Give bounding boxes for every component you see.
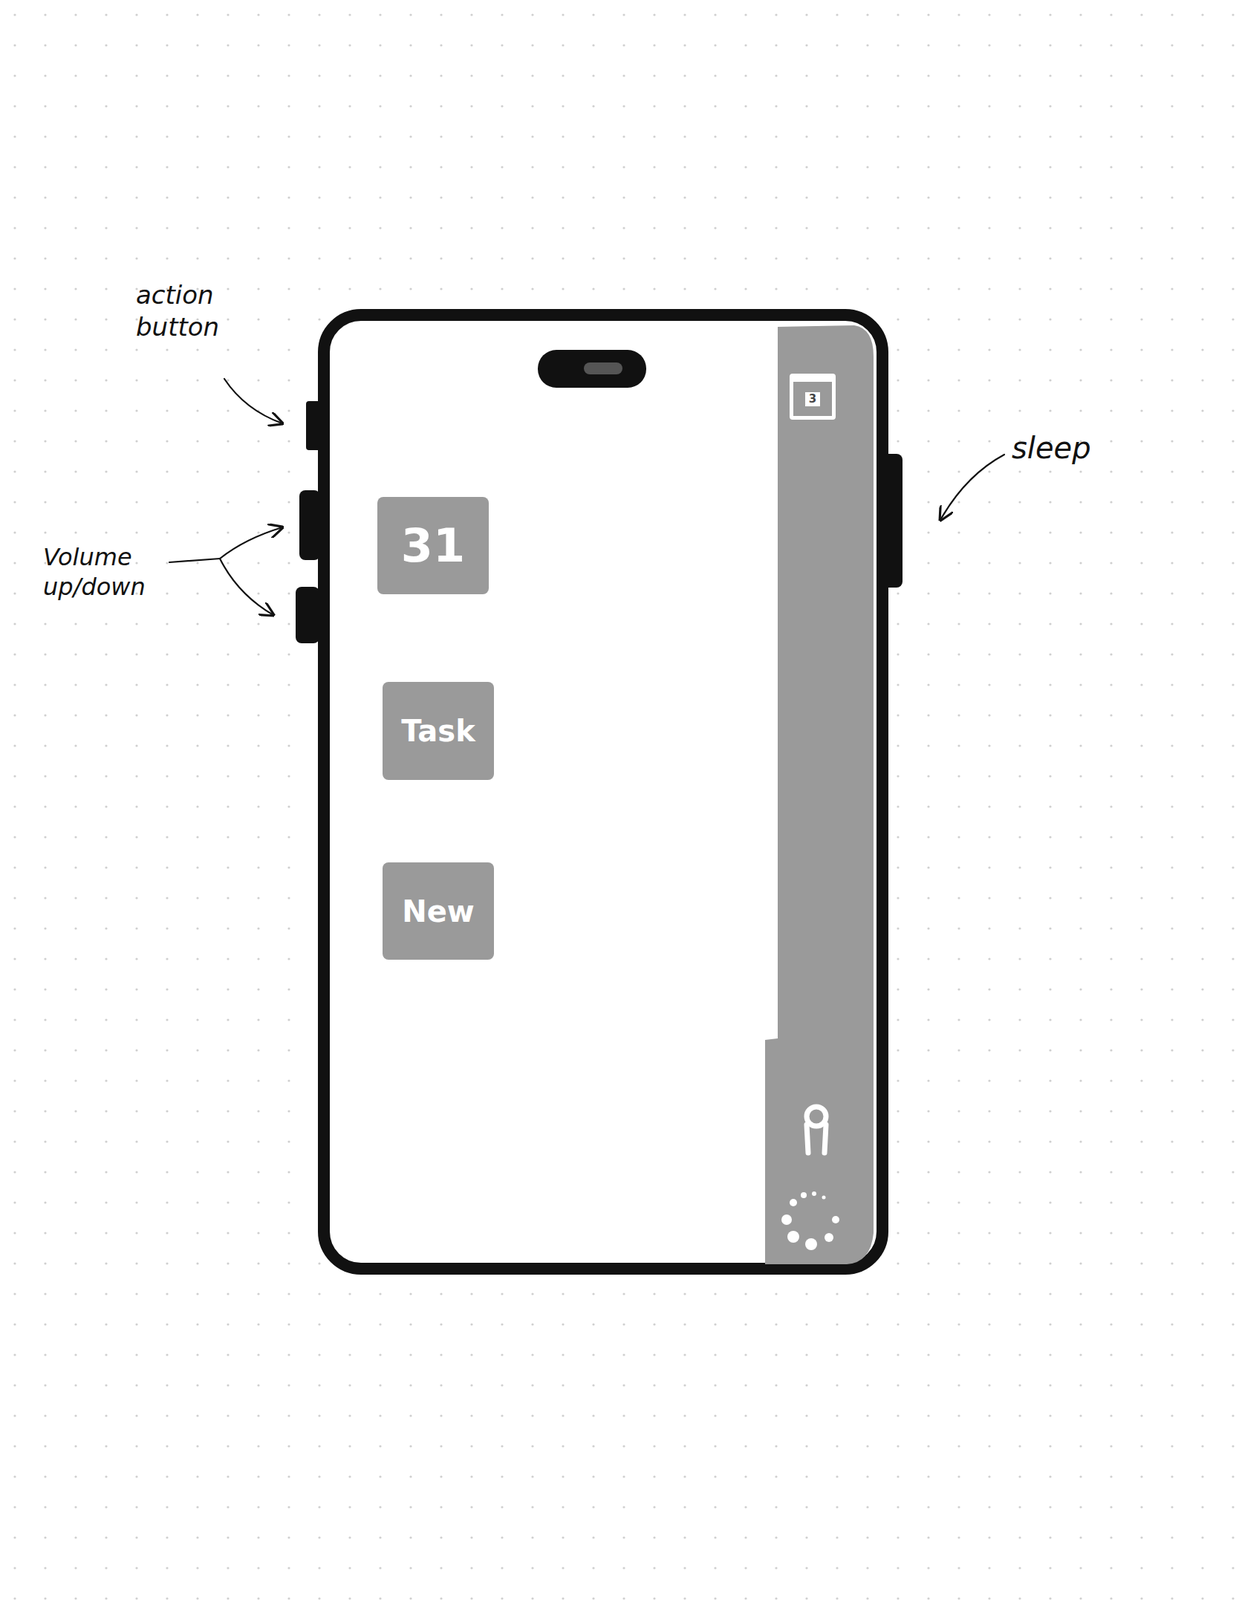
- loading-spinner: [781, 1191, 840, 1251]
- tile-text: 31: [401, 518, 465, 573]
- phone-outline: [323, 314, 883, 1269]
- camera: [583, 362, 623, 375]
- tile-text: 3: [805, 392, 821, 407]
- volume-down-button: [295, 586, 320, 644]
- tile-text: New: [401, 894, 475, 929]
- new-tile: New: [382, 862, 494, 960]
- volume-label: Volume up/down: [43, 542, 166, 602]
- volume-up-button: [299, 490, 321, 561]
- date-tile: 31: [377, 496, 489, 595]
- sleep-label: sleep: [1011, 429, 1161, 467]
- calendar-icon: 3: [789, 373, 836, 420]
- tile-text: Task: [401, 713, 476, 749]
- task-tile: Task: [382, 681, 494, 780]
- side-panel: [765, 325, 874, 1265]
- person-icon: [806, 1106, 826, 1153]
- leader-lines: [169, 378, 1005, 616]
- action-button-label: action button: [135, 279, 255, 343]
- dynamic-island: [537, 349, 647, 388]
